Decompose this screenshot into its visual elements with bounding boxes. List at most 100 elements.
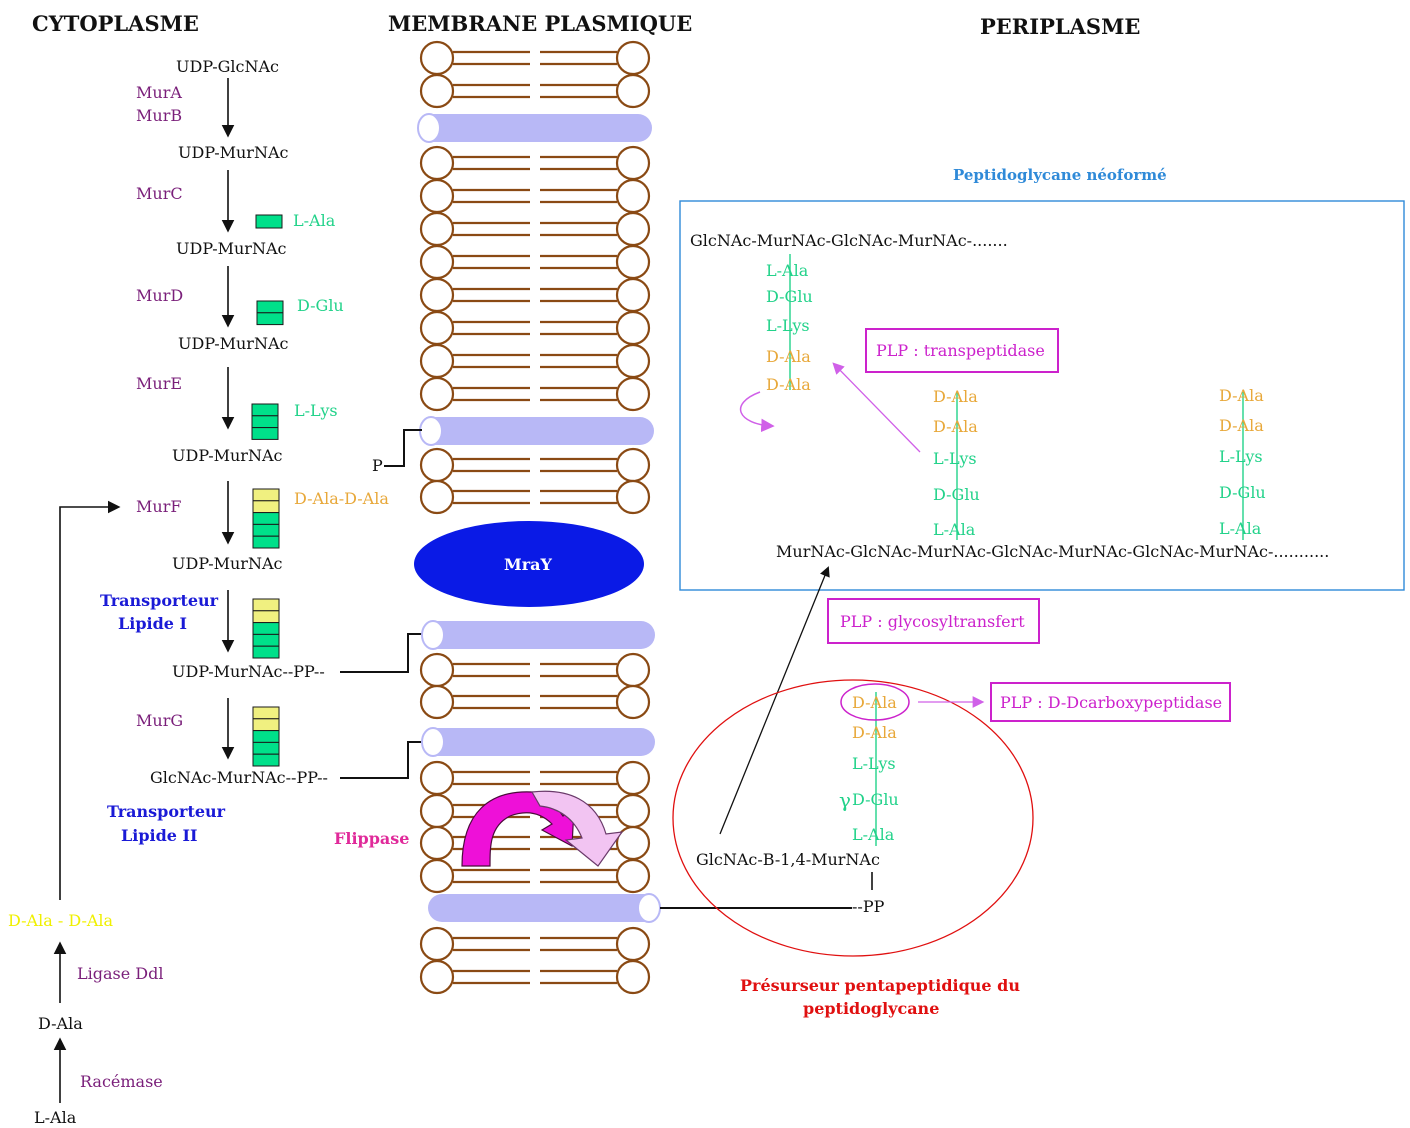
residue-block-yellow	[252, 718, 280, 732]
substrate-udp-murnac: UDP-MurNAc	[172, 554, 283, 573]
amino-acid-label: L-Ala	[933, 520, 976, 539]
amino-acid-label: D-Ala	[933, 417, 978, 436]
enzyme-ligase-ddl: Ligase Ddl	[77, 964, 163, 983]
lipid-carrier	[421, 727, 655, 757]
amino-acid-label: D-Glu	[1219, 483, 1266, 502]
residue-block-green	[256, 300, 284, 314]
phospholipid-pair	[419, 178, 651, 214]
transporter-lipid-1-line2: Lipide I	[118, 614, 187, 633]
phospholipid-pair	[419, 145, 651, 181]
enzyme-murd: MurD	[136, 286, 183, 305]
lipid-carrier	[421, 620, 655, 650]
amino-acid-label: L-Ala	[1219, 519, 1262, 538]
phospholipid-pair	[419, 40, 651, 76]
lipid-1-tether	[340, 633, 424, 673]
residue-block-yellow	[252, 500, 280, 514]
phospholipid-pair	[419, 684, 651, 720]
residue-block-green	[252, 535, 280, 549]
precursor-pp: --PP	[852, 897, 885, 916]
substrate-udp-murnac: UDP-MurNAc	[176, 239, 287, 258]
added-d-glu: D-Glu	[297, 296, 344, 315]
enzyme-racemase: Racémase	[80, 1072, 163, 1091]
enzyme-murf: MurF	[136, 497, 181, 516]
amino-acid-label: L-Lys	[933, 449, 977, 468]
precursor-title-line1: Présurseur pentapeptidique du	[740, 976, 1020, 995]
plp-transpeptidase-label: PLP : transpeptidase	[876, 341, 1045, 360]
substrate-udp-glcnac: UDP-GlcNAc	[176, 57, 279, 76]
transporter-lipid-2-line2: Lipide II	[121, 826, 198, 845]
phospholipid-pair	[419, 277, 651, 313]
dala-to-murf-arrow	[59, 500, 121, 900]
amino-acid-label: L-Ala	[766, 261, 809, 280]
substrate-l-ala: L-Ala	[34, 1108, 77, 1127]
plp-transpeptidase-box	[865, 328, 1059, 373]
plp-glycosyltransfert-box	[827, 598, 1040, 644]
flippase-label: Flippase	[334, 829, 409, 848]
phospholipid-pair	[419, 760, 651, 796]
cytoplasm-pathway: UDP-GlcNAc MurA MurB UDP-MurNAc MurC L-A…	[8, 57, 424, 1127]
amino-acid-label: D-Glu	[852, 790, 899, 809]
header-periplasm: PERIPLASME	[980, 14, 1140, 39]
transporter-lipid-2-line1: Transporteur	[107, 802, 226, 821]
residue-block-green	[252, 622, 280, 635]
mray-enzyme	[414, 521, 644, 607]
amino-acid-label: D-Glu	[933, 485, 980, 504]
lipid-carrier	[428, 893, 661, 923]
phospholipid-pair	[419, 652, 651, 688]
precursor-ellipse	[672, 679, 1034, 957]
gamma-symbol: γ	[839, 788, 851, 812]
amino-acid-label: L-Ala	[852, 825, 895, 844]
terminal-d-ala-ring	[840, 683, 910, 721]
enzyme-murg: MurG	[136, 711, 183, 730]
lipid-carrier	[417, 113, 652, 143]
residue-block-green	[252, 633, 280, 647]
phospholipid-pair	[419, 73, 651, 109]
residue-block-green	[252, 512, 280, 525]
amino-acid-label: L-Lys	[766, 316, 810, 335]
enzyme-murc: MurC	[136, 184, 183, 203]
phospholipid-pair	[419, 926, 651, 962]
residue-block-green	[251, 427, 279, 440]
residue-block-green	[252, 523, 280, 537]
residue-blocks	[251, 214, 284, 767]
transporter-lipid-1-line1: Transporteur	[100, 591, 219, 610]
residue-block-green	[252, 753, 280, 767]
lipid-2-tether	[340, 741, 424, 779]
amino-acid-label: D-Ala	[852, 693, 897, 712]
phospholipid-pair	[419, 310, 651, 346]
residue-block-yellow	[252, 598, 280, 612]
substrate-d-ala: D-Ala	[38, 1014, 83, 1033]
residue-block-green	[255, 214, 283, 229]
added-l-ala: L-Ala	[293, 211, 336, 230]
phospholipid-pair	[419, 793, 651, 829]
residue-block-green	[252, 645, 280, 659]
phosphate-label: P	[372, 456, 383, 475]
flippase-arrow-pink	[531, 790, 624, 867]
added-d-ala-d-ala: D-Ala-D-Ala	[294, 489, 389, 508]
peptide-stems: L-AlaD-GluL-LysD-AlaD-AlaD-AlaD-AlaL-Lys…	[766, 254, 1266, 846]
phospholipid-pair	[419, 447, 651, 483]
residue-block-green	[251, 403, 279, 417]
d-ala-d-ala-dipeptide: D-Ala - D-Ala	[8, 911, 114, 930]
glycosyltransfert-arrow	[719, 566, 830, 835]
plasma-membrane	[417, 40, 661, 995]
phospholipid-pair	[419, 959, 651, 995]
substrate-udp-murnac: UDP-MurNAc	[172, 446, 283, 465]
neoformed-peptidoglycan-box	[679, 200, 1405, 591]
amino-acid-label: D-Ala	[1219, 416, 1264, 435]
substrate-udp-murnac: UDP-MurNAc	[178, 143, 289, 162]
plp-glycosyltransfert-label: PLP : glycosyltransfert	[840, 612, 1025, 631]
added-l-lys: L-Lys	[294, 401, 338, 420]
amino-acid-label: D-Ala	[852, 723, 897, 742]
enzyme-mure: MurE	[136, 374, 182, 393]
residue-block-green	[252, 730, 280, 743]
amino-acid-label: D-Glu	[766, 287, 813, 306]
plp-dd-carboxypeptidase-box	[990, 682, 1231, 722]
header-cytoplasm: CYTOPLASME	[32, 11, 199, 36]
residue-block-yellow	[252, 488, 280, 502]
phospholipid-pair	[419, 376, 651, 412]
